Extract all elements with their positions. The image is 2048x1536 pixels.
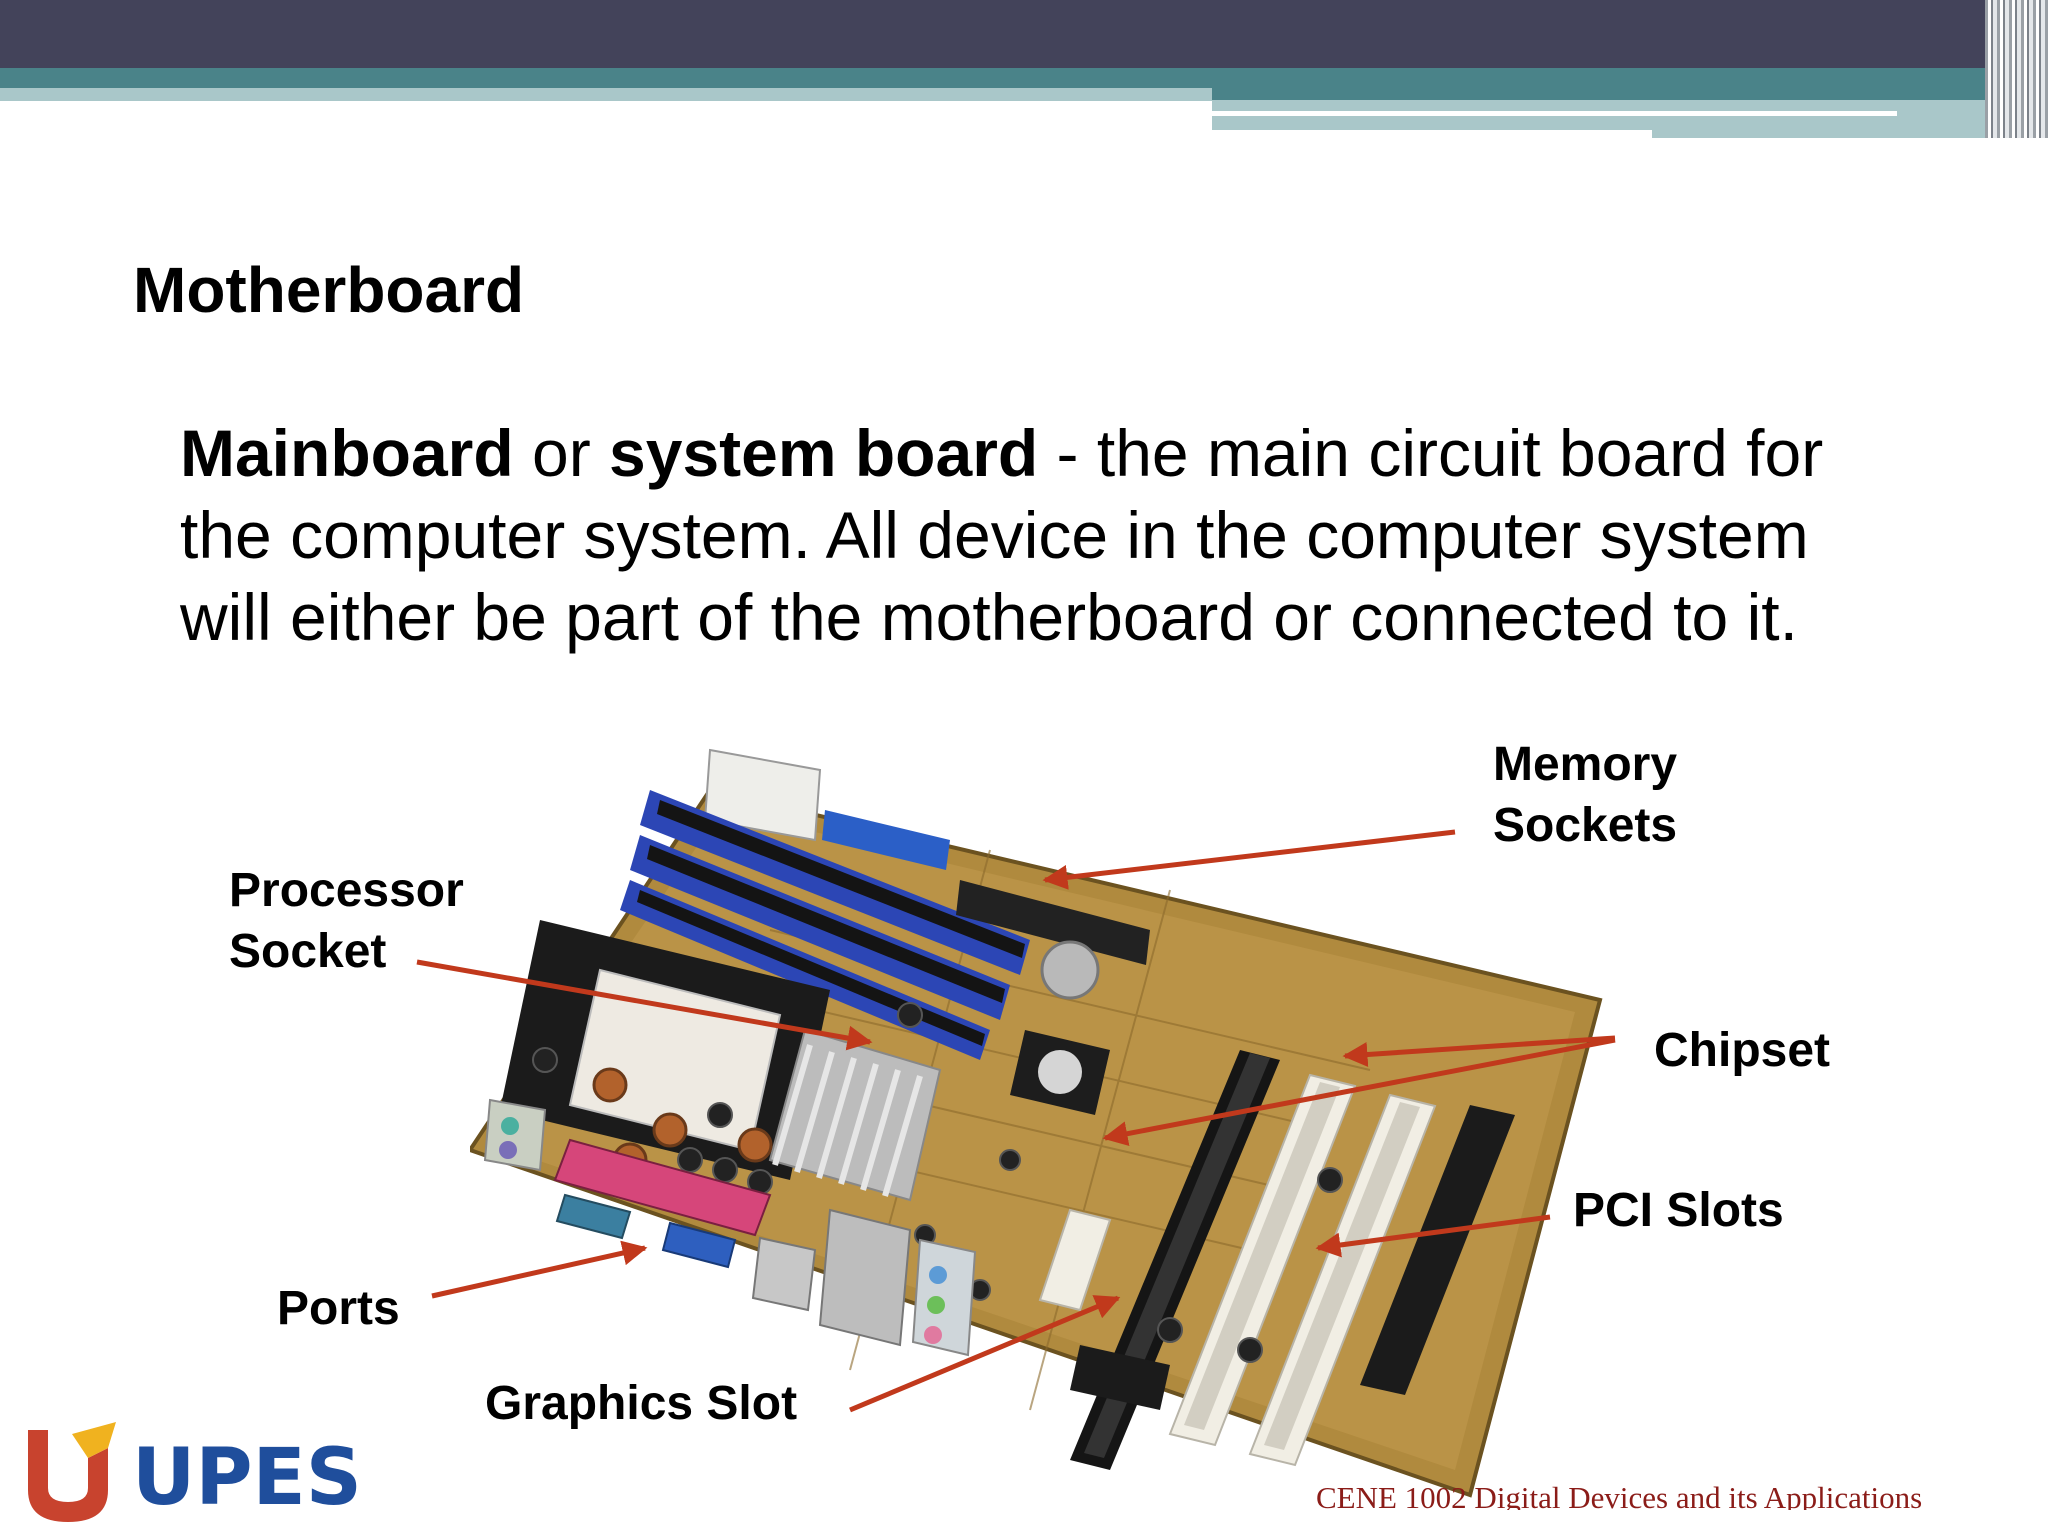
label-ports: Ports — [277, 1282, 400, 1335]
term-mainboard: Mainboard — [180, 416, 514, 490]
label-graphics-slot: Graphics Slot — [485, 1377, 798, 1430]
header-band — [0, 88, 1212, 101]
slide-title: Motherboard — [133, 254, 525, 326]
body-definition: - the main circuit board for the compute… — [180, 416, 1824, 654]
upes-logo: UPES — [20, 1418, 370, 1528]
label-pci-slots: PCI Slots — [1573, 1184, 1784, 1237]
term-system-board: system board — [609, 416, 1039, 490]
logo-text: UPES — [132, 1433, 362, 1523]
header-bar — [0, 0, 2048, 68]
header-divider — [1212, 111, 1897, 116]
label-line: Sockets — [1493, 799, 1678, 852]
label-line: Processor — [229, 864, 464, 917]
header-band — [1212, 68, 2002, 100]
slide-footer: CENE 1002 Digital Devices and its Applic… — [1316, 1480, 1923, 1510]
upes-logo-mark: UPES — [28, 1422, 362, 1523]
label-memory-sockets: Memory Sockets — [1493, 734, 1677, 856]
label-line: Socket — [229, 925, 387, 978]
slide-body-text: Mainboard or system board - the main cir… — [180, 412, 1880, 658]
label-line: Memory — [1493, 738, 1678, 791]
header-band — [0, 68, 1212, 88]
label-processor-socket: Processor Socket — [229, 860, 464, 982]
body-connector: or — [513, 416, 610, 490]
header-stripes — [1985, 0, 2048, 138]
header-divider — [1212, 130, 1652, 138]
label-chipset: Chipset — [1654, 1024, 1831, 1077]
